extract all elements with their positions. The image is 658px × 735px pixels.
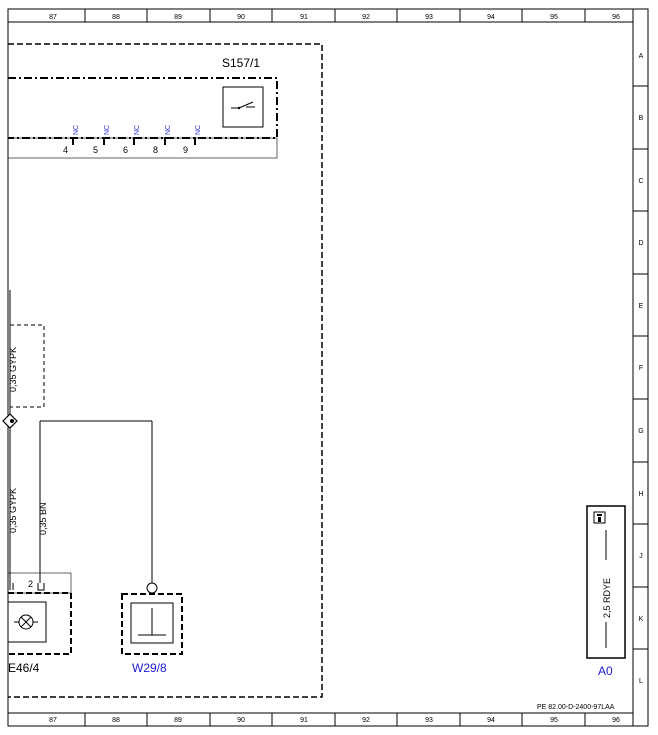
col-label-top: 96 [612,14,620,21]
switch-module-outline [8,77,278,139]
lamp-symbol-box [7,601,47,643]
col-label-bottom: 91 [300,717,308,724]
info-icon-stem [598,517,601,522]
row-label: F [639,365,643,372]
pin-number: 5 [93,145,98,155]
col-label-top: 88 [112,14,120,21]
switch-module-connector-strip [7,137,278,159]
lamp-pin-right [37,583,45,591]
lamp-pin-number: 2 [28,579,33,589]
col-label-bottom: 93 [425,717,433,724]
lamp-outline [8,592,72,655]
col-label-top: 94 [487,14,495,21]
col-label-top: 95 [550,14,558,21]
col-label-bottom: 88 [112,717,120,724]
col-label-bottom: 94 [487,717,495,724]
drawing-number: PE 82.00-D-2400-97LAA [537,704,615,711]
switch-symbol-box [222,86,264,128]
pin-9: NC 9 [183,125,202,155]
row-label: B [639,115,644,122]
col-label-bottom: 96 [612,717,620,724]
row-label: J [639,553,643,560]
pin-6: NC 6 [123,125,141,155]
nc-label: NC [165,125,172,135]
nc-label: NC [195,125,202,135]
ground-id: W29/8 [132,661,167,675]
splice-dot [10,419,14,423]
row-label: A [639,53,644,60]
row-label: H [638,491,643,498]
lamp-icon [14,614,38,630]
pin-number: 6 [123,145,128,155]
a0-id: A0 [598,664,613,678]
pin-number: 9 [183,145,188,155]
pin-8: NC 8 [153,125,172,155]
nc-label: NC [104,125,111,135]
a0-box [586,505,626,659]
nc-label: NC [134,125,141,135]
column-ticks [84,9,586,726]
pin-5: NC 5 [93,125,111,155]
switch-symbol-icon [231,101,255,110]
col-label-top: 92 [362,14,370,21]
switch-module-id: S157/1 [222,56,260,70]
row-label: G [638,428,643,435]
row-label: L [639,678,643,685]
col-label-top: 89 [174,14,182,21]
col-label-top: 93 [425,14,433,21]
col-label-top: 91 [300,14,308,21]
sheet-border [7,8,649,727]
col-label-bottom: 87 [49,717,57,724]
nc-label: NC [73,125,80,135]
ground-terminal [146,582,158,594]
lamp-pin-left [9,583,14,590]
col-label-bottom: 95 [550,717,558,724]
wire-label-gypk-bottom: 0,35 GYPK [8,488,18,533]
unit-boundary-dashed [8,43,323,698]
row-label: K [639,616,644,623]
pin-number: 4 [63,145,68,155]
lamp-id: E46/4 [8,661,40,675]
wire-label-bn: 0,35 BN [38,502,48,535]
pin-number: 8 [153,145,158,155]
col-label-top: 90 [237,14,245,21]
ground-icon [138,608,166,636]
info-icon-dot [597,514,602,516]
wire-label-gypk-top: 0,35 GYPK [8,347,18,392]
row-label: E [639,303,644,310]
col-label-bottom: 92 [362,717,370,724]
row-label: C [638,178,643,185]
row-ticks [633,85,648,650]
a0-wire-label: 2,5 RDYE [602,578,612,618]
col-label-top: 87 [49,14,57,21]
col-label-bottom: 89 [174,717,182,724]
ground-outline [121,593,183,655]
pin-4: NC 4 [63,125,80,155]
row-label: D [638,240,643,247]
col-label-bottom: 90 [237,717,245,724]
